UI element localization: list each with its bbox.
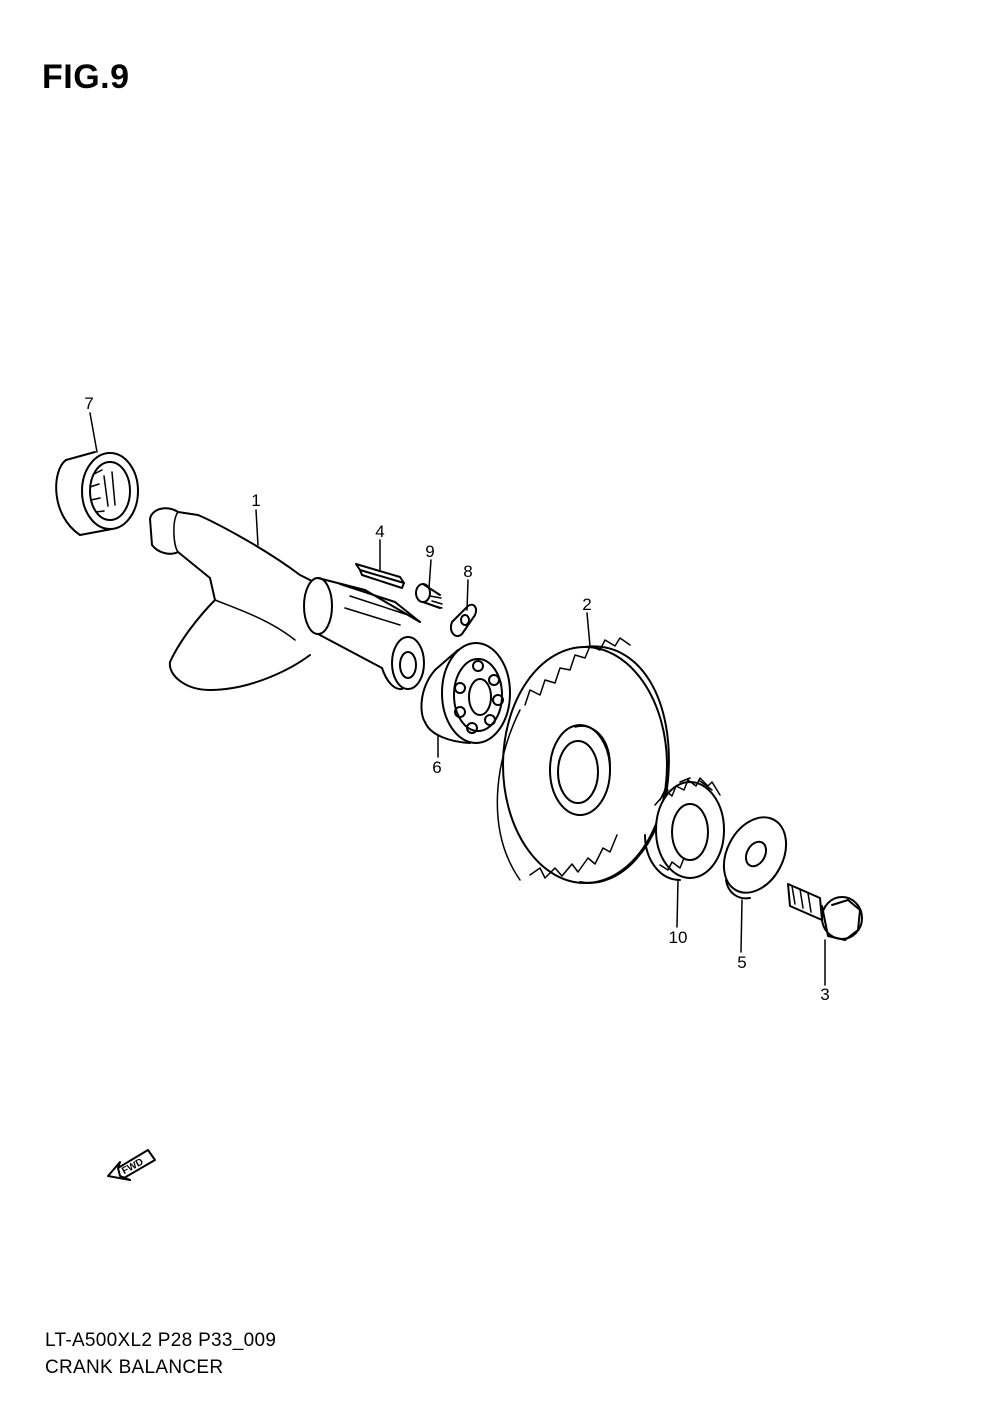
callout-8: 8 (463, 562, 472, 581)
model-code: LT-A500XL2 P28 P33_009 (45, 1330, 277, 1351)
callout-10: 10 (669, 928, 688, 947)
callout-6: 6 (432, 758, 441, 777)
callout-7: 7 (84, 394, 93, 413)
callout-9: 9 (425, 542, 434, 561)
callout-1: 1 (251, 491, 260, 510)
figure-title: FIG.9 (42, 58, 130, 96)
part-8-lock-washer (450, 603, 478, 638)
callout-5: 5 (737, 953, 746, 972)
leader-lines (89, 412, 826, 986)
part-9-screw (415, 583, 443, 609)
callout-4: 4 (375, 522, 384, 541)
part-1-balancer-shaft (149, 507, 425, 691)
part-10-drive-gear (644, 777, 725, 881)
part-6-ball-bearing (420, 642, 511, 744)
part-5-washer (722, 816, 788, 900)
fwd-arrow-icon (107, 1149, 156, 1181)
part-2-driven-gear (496, 637, 670, 884)
part-7-needle-bearing (55, 451, 139, 536)
callout-3: 3 (820, 985, 829, 1004)
callout-2: 2 (582, 595, 591, 614)
part-4-key (355, 563, 405, 589)
section-name: CRANK BALANCER (45, 1357, 224, 1378)
part-3-bolt (787, 883, 863, 941)
